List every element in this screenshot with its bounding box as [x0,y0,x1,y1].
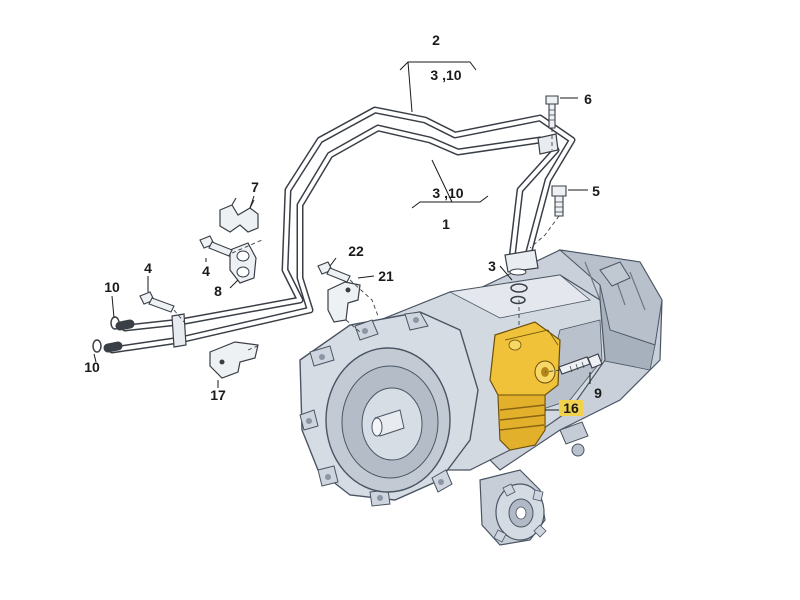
label-3: 3 [488,258,496,274]
o-ring [92,283,528,353]
label-4-upper: 4 [202,263,210,279]
label-1: 1 [442,216,450,232]
label-10-upper: 10 [104,279,120,295]
label-7: 7 [251,179,259,195]
label-6: 6 [584,91,592,107]
line-fitting [504,249,539,276]
label-17: 17 [210,387,226,403]
label-16: 16 [563,400,579,416]
bracket [327,281,361,323]
label-9: 9 [594,385,602,401]
oil-filter-housing [489,321,561,451]
label-2: 2 [432,32,440,48]
label-2-sub: 3 ,10 [430,67,461,83]
label-10-lower: 10 [84,359,100,375]
bracket [209,341,259,379]
label-1-sub: 3 ,10 [432,185,463,201]
label-22: 22 [348,243,364,259]
bracket [219,197,259,233]
label-21: 21 [378,268,394,284]
clamp [537,133,559,155]
label-5: 5 [592,183,600,199]
clamp [229,242,257,284]
clamp [171,313,187,348]
label-4-left: 4 [144,260,152,276]
label-8: 8 [214,283,222,299]
label-16-highlight [559,400,583,416]
